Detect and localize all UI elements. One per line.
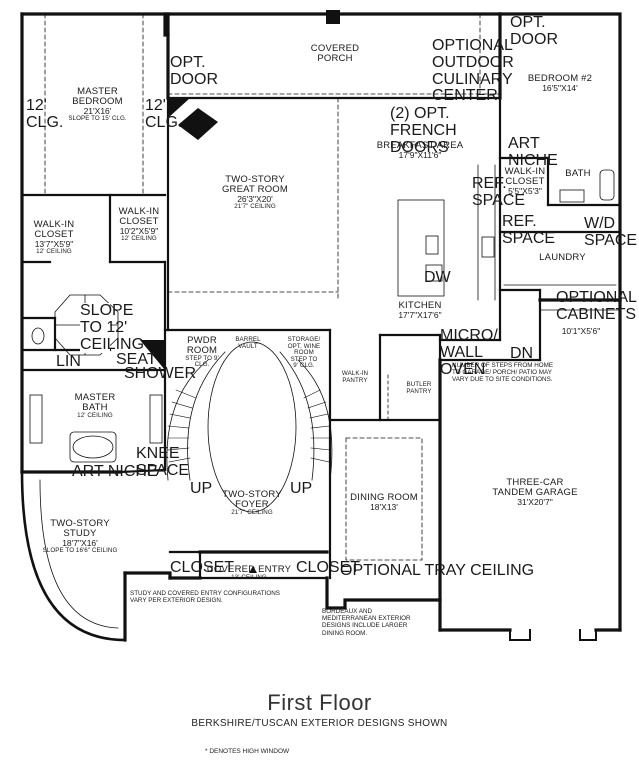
covered-porch-label: COVERED PORCH (310, 43, 360, 64)
wd-space-label: W/D SPACE (584, 215, 638, 249)
detail-lines (20, 13, 621, 642)
high-window-legend: * DENOTES HIGH WINDOW (205, 748, 290, 755)
ref-space-kitchen-label: REF. SPACE (472, 175, 526, 209)
slope-ceiling-label: SLOPE TO 12' CEILING (80, 302, 145, 354)
master-bedroom-label: MASTER BEDROOM 21'X16' SLOPE TO 15' CLG. (68, 86, 127, 122)
opt-door-left-label: OPT. DOOR (170, 54, 218, 88)
ceiling-right-label: 12' CLG. (145, 97, 183, 131)
walk-in-closet-2-label: WALK-IN CLOSET 10'2"X5'9" 12' CEILING (118, 206, 160, 242)
dishwasher-label: DW (424, 269, 451, 286)
art-niche-top-label: ART NICHE (508, 135, 558, 169)
knee-space-label: KNEE SPACE (136, 445, 190, 479)
ceiling-left-label: 12' CLG. (26, 97, 64, 131)
interior-walls (20, 96, 622, 580)
laundry-label: LAUNDRY (539, 252, 586, 263)
bath-label: BATH (565, 168, 591, 179)
closet-left-label: CLOSET (170, 559, 235, 576)
garage-label: THREE-CAR TANDEM GARAGE 31'X20'7" (492, 477, 578, 507)
dining-room-label: DINING ROOM 18'X13' (350, 492, 418, 512)
bordeaux-note: BORDEAUX AND MEDITERRANEAN EXTERIOR DESI… (322, 608, 411, 637)
study-label: TWO-STORY STUDY 18'7"X16' SLOPE TO 16'6"… (42, 518, 118, 554)
stairs-up-right-label: UP (290, 480, 313, 497)
walk-in-closet-1-label: WALK-IN CLOSET 13'7"X5'9" 12' CEILING (33, 219, 75, 255)
garage-storage-label: 10'1"X5'6" (561, 326, 601, 336)
dining-tray-note: OPTIONAL TRAY CEILING (340, 562, 535, 579)
covered-entry-label: COVERED ENTRY 13' CEILING (206, 564, 292, 581)
art-niche-bath-label: ART NICHE (72, 463, 158, 480)
stair-treads (167, 389, 331, 463)
foyer-label: TWO-STORY FOYER 21'7" CEILING (222, 489, 282, 516)
great-room-label: TWO-STORY GREAT ROOM 26'3"X20' 21'7" CEI… (221, 174, 289, 210)
floor-title: First Floor (267, 690, 372, 715)
powder-room-label: PWDR ROOM STEP TO 9' CLG. (185, 335, 219, 369)
french-doors-label: (2) OPT. FRENCH DOORS (390, 105, 457, 156)
study-entry-note: STUDY AND COVERED ENTRY CONFIGURATIONS V… (130, 590, 280, 605)
linen-label: LIN (56, 353, 81, 370)
closet-right-label: CLOSET (296, 559, 361, 576)
stairs-up-left-label: UP (190, 480, 213, 497)
shower-label: SHOWER (124, 365, 196, 382)
storage-room-label: STORAGE/ OPT. WINE ROOM STEP TO 9' CLG. (287, 336, 321, 369)
seat-label: SEAT (116, 351, 157, 368)
bedroom-2-label: BEDROOM #2 16'5"X14' (527, 73, 593, 93)
opt-outdoor-center-label: OPTIONAL OUTDOOR CULINARY CENTER (432, 37, 514, 105)
steps-note: NUMBER OF STEPS FROM HOME TO GARAGE/ POR… (452, 362, 554, 384)
walk-in-closet-3-label: WALK-IN CLOSET 5'5"X5'3" (504, 166, 546, 196)
walk-in-pantry-label: WALK-IN PANTRY (341, 370, 369, 384)
opt-door-right-label: OPT. DOOR (510, 14, 558, 48)
filled-accents (140, 10, 340, 573)
down-label: DN (510, 345, 534, 362)
master-bath-label: MASTER BATH 12' CEILING (74, 392, 116, 419)
butler-pantry-label: BUTLER PANTRY (406, 381, 432, 395)
ref-space-laundry-label: REF. SPACE (502, 213, 556, 247)
exterior-subtitle: BERKSHIRE/TUSCAN EXTERIOR DESIGNS SHOWN (191, 718, 448, 729)
barrel-vault-label: BARREL VAULT (235, 336, 261, 350)
breakfast-area-label: BREAKFAST AREA 17'9"X11'6" (376, 140, 464, 160)
kitchen-label: KITCHEN 17'7"X17'6" (398, 300, 442, 320)
optional-cabinets-label: OPTIONAL CABINETS (556, 289, 637, 323)
